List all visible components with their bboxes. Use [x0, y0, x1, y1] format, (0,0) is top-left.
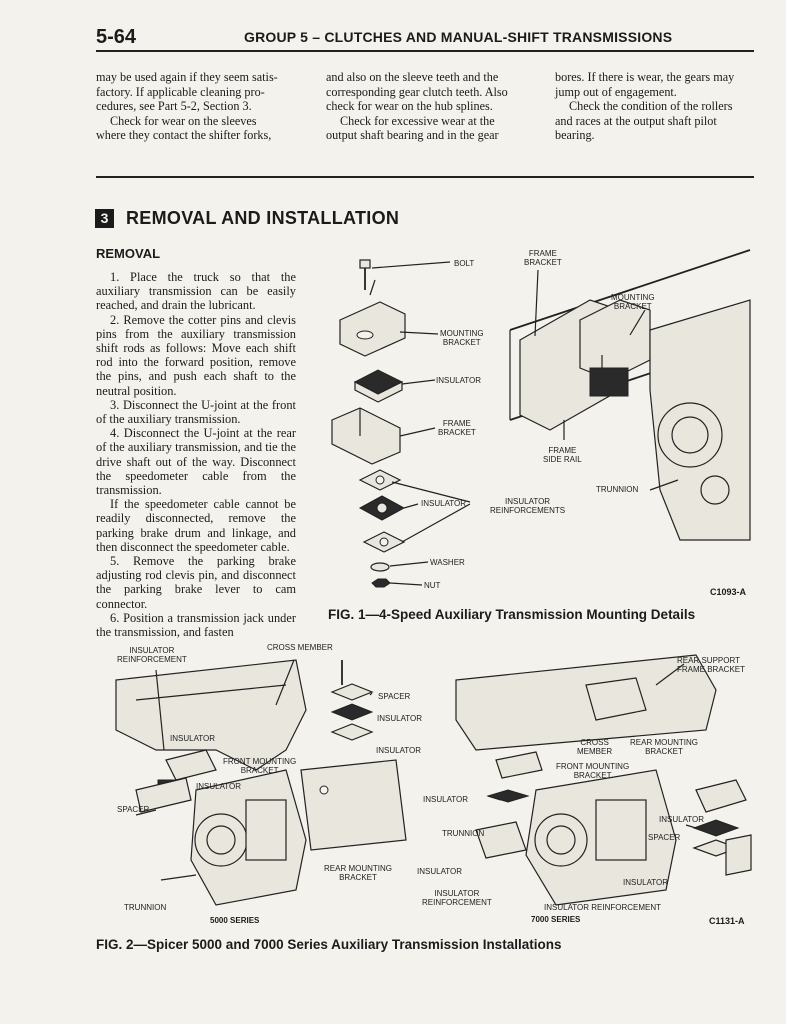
- middle-stack: [300, 660, 407, 851]
- reinforcement-lower-part: [362, 531, 406, 553]
- section-title: REMOVAL AND INSTALLATION: [126, 208, 400, 228]
- removal-steps: 1. Place the truck so that the auxiliary…: [96, 270, 296, 639]
- text-line: Check for wear on the sleeves: [110, 113, 257, 128]
- label-insulator-right: INSULATOR: [659, 815, 705, 824]
- fig2-code: C1131-A: [709, 916, 745, 926]
- step-paragraph: 4. Disconnect the U-joint at the rear of…: [96, 426, 296, 498]
- label-rear-support: REAR SUPPORT FRAME BRACKET: [677, 656, 746, 674]
- right-cross-member: [455, 654, 717, 751]
- page-number: 5-64: [96, 26, 137, 48]
- label-spacer-left: SPACER: [117, 805, 150, 814]
- label-trunnion: TRUNNION: [596, 485, 639, 494]
- step-paragraph: 2. Remove the cotter pins and clevis pin…: [96, 312, 296, 398]
- label-mounting-bracket-right: MOUNTING BRACKET: [611, 293, 655, 311]
- label-insulator-a: INSULATOR: [377, 714, 423, 723]
- label-nut: NUT: [424, 581, 441, 590]
- text-line: and races at the output shaft pilot: [555, 113, 717, 128]
- step-paragraph: 6. Position a transmission jack under th…: [96, 610, 296, 640]
- header-rule: [96, 50, 754, 52]
- text-line: corresponding gear clutch teeth. Also: [326, 84, 508, 99]
- text-line: and also on the sleeve teeth and the: [326, 70, 499, 84]
- label-frame-bracket-top: FRAME BRACKET: [524, 249, 562, 267]
- right-transmission: [525, 769, 677, 906]
- label-insulator-mid: INSULATOR: [423, 795, 469, 804]
- label-cross-member: CROSS MEMBER: [267, 643, 333, 652]
- text-line: output shaft bearing and in the gear: [326, 128, 499, 143]
- text-line: may be used again if they seem satis-: [96, 70, 278, 84]
- label-bolt: BOLT: [454, 259, 475, 268]
- section-number-badge: 3: [95, 209, 114, 228]
- left-cross-member: [115, 659, 307, 771]
- intro-column-3: bores. If there is wear, the gears may j…: [555, 70, 754, 143]
- reinforcement-part: [358, 469, 402, 491]
- label-insulator-reinforcements: INSULATOR REINFORCEMENTS: [490, 497, 566, 515]
- label-front-mounting-left: FRONT MOUNTING BRACKET: [223, 757, 297, 775]
- washer-part: [370, 562, 390, 572]
- label-rear-mounting-mid: REAR MOUNTING BRACKET: [324, 864, 392, 882]
- step-paragraph: 3. Disconnect the U-joint at the front o…: [96, 397, 296, 427]
- fig1-illustration: [331, 249, 751, 588]
- label-7000-series: 7000 SERIES: [531, 915, 581, 924]
- text-line: factory. If applicable cleaning pro-: [96, 84, 265, 99]
- subsection-title: REMOVAL: [96, 246, 161, 261]
- fig2-caption: FIG. 2—Spicer 5000 and 7000 Series Auxil…: [96, 937, 562, 952]
- text-line: bores. If there is wear, the gears may: [555, 70, 735, 84]
- step-paragraph: 5. Remove the parking brake adjusting ro…: [96, 554, 296, 611]
- frame-bracket-part: [331, 407, 401, 465]
- label-insulator-left: INSULATOR: [170, 734, 216, 743]
- mid-front-parts: [475, 751, 543, 859]
- left-front-mount: [135, 749, 217, 813]
- text-line: where they contact the shifter forks,: [96, 128, 272, 143]
- fig1-caption: FIG. 1—4-Speed Auxiliary Transmission Mo…: [328, 607, 696, 622]
- text-line: Check the condition of the rollers: [569, 99, 733, 114]
- mounting-bracket-part: [339, 301, 406, 357]
- nut-part: [371, 578, 391, 588]
- text-line: Check for excessive wear at the: [340, 113, 495, 128]
- label-trunnion-mid: TRUNNION: [442, 829, 485, 838]
- label-insulator-reinforcement-right: INSULATOR REINFORCEMENT: [544, 903, 662, 912]
- label-insulator-b: INSULATOR: [376, 746, 422, 755]
- bolt-part: [359, 259, 376, 296]
- transmission-housing: [649, 299, 751, 541]
- label-cross-member-right: CROSS MEMBER: [577, 738, 613, 756]
- step-paragraph: 1. Place the truck so that the auxiliary…: [96, 270, 296, 313]
- insulator-lower-part: [358, 495, 406, 521]
- right-mount-stack: [692, 779, 752, 876]
- text-line: check for wear on the hub splines.: [326, 99, 493, 114]
- text-line: jump out of engagement.: [555, 84, 677, 99]
- label-insulator-reinforcement-mid: INSULATOR REINFORCEMENT: [422, 889, 492, 907]
- label-front-mounting-right: FRONT MOUNTING BRACKET: [556, 762, 630, 780]
- step-paragraph: If the speedometer cable cannot be readi…: [96, 497, 296, 554]
- label-frame-bracket: FRAME BRACKET: [438, 419, 476, 437]
- label-5000-series: 5000 SERIES: [210, 916, 260, 925]
- fig1-code: C1093-A: [710, 587, 747, 597]
- label-insulator: INSULATOR: [436, 376, 482, 385]
- fig2-illustration: [115, 654, 752, 906]
- intro-column-1: may be used again if they seem satis- fa…: [96, 70, 304, 143]
- label-frame-side-rail: FRAME SIDE RAIL: [543, 446, 582, 464]
- label-spacer: SPACER: [378, 692, 411, 701]
- label-insulator-reinforcement-left: INSULATOR REINFORCEMENT: [117, 646, 187, 664]
- label-insulator-2: INSULATOR: [421, 499, 467, 508]
- label-insulator-mid-2: INSULATOR: [417, 867, 463, 876]
- frame-rail: [509, 249, 751, 431]
- page-header-title: GROUP 5 – CLUTCHES AND MANUAL-SHIFT TRAN…: [244, 29, 673, 45]
- label-insulator-left-2: INSULATOR: [196, 782, 242, 791]
- text-line: cedures, see Part 5-2, Section 3.: [96, 99, 252, 114]
- text-line: bearing.: [555, 128, 595, 143]
- intro-column-2: and also on the sleeve teeth and the cor…: [326, 70, 532, 143]
- label-trunnion-left: TRUNNION: [124, 903, 167, 912]
- label-insulator-right-2: INSULATOR: [623, 878, 669, 887]
- label-spacer-right: SPACER: [648, 833, 681, 842]
- label-washer: WASHER: [430, 558, 465, 567]
- label-mounting-bracket: MOUNTING BRACKET: [440, 329, 484, 347]
- section-divider: [96, 176, 754, 178]
- insulator-part: [353, 369, 404, 403]
- label-rear-mounting-right: REAR MOUNTING BRACKET: [630, 738, 698, 756]
- left-transmission: [190, 769, 307, 906]
